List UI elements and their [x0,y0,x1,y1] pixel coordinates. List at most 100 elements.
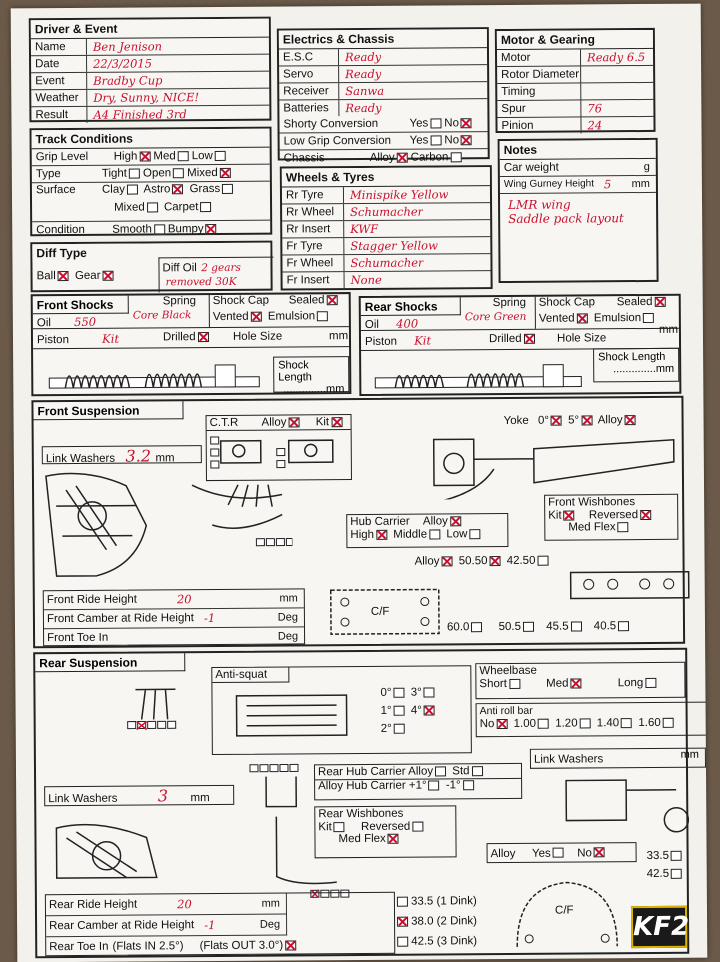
fr-5050-checkbox[interactable] [489,556,500,566]
pos-600-checkbox[interactable] [471,622,482,632]
type-open-checkbox[interactable] [173,168,184,178]
field-value[interactable]: KWF [344,221,378,237]
lowgrip-yes-checkbox[interactable] [430,135,441,145]
fr-4250-checkbox[interactable] [537,556,548,566]
hub-alloy-checkbox[interactable] [450,516,461,526]
anti-3-checkbox[interactable] [424,687,435,697]
pos-405-checkbox[interactable] [618,621,629,631]
diff-ball-checkbox[interactable] [58,271,69,281]
field-value[interactable]: Ready [339,66,381,82]
field-value[interactable]: 24 [581,117,602,133]
toe-out-checkbox[interactable] [285,940,296,950]
ahub-plus1-checkbox[interactable] [429,780,440,790]
anti-4-checkbox[interactable] [424,705,435,715]
field-label: Result [31,107,87,123]
rear-425-checkbox[interactable] [671,869,682,879]
ahub-minus1-checkbox[interactable] [463,780,474,790]
field-label: Date [31,56,87,72]
dink-2-checkbox[interactable] [397,917,408,927]
wb-long-checkbox[interactable] [645,678,656,688]
front-wish-kit-checkbox[interactable] [564,510,575,520]
front-sealed-checkbox[interactable] [327,295,338,305]
rear-alloy-no-checkbox[interactable] [594,847,605,857]
front-wish-med-checkbox[interactable] [618,522,629,532]
fr-alloy-checkbox[interactable] [441,556,452,566]
wb-short-checkbox[interactable] [509,679,520,689]
field-value[interactable]: Ready [339,49,381,65]
field-value[interactable]: Stagger Yellow [344,237,438,254]
anti-2-checkbox[interactable] [394,724,405,734]
field-value[interactable]: Bradby Cup [87,72,162,89]
surface-carpet-checkbox[interactable] [200,202,211,212]
surface-astro-checkbox[interactable] [172,184,183,194]
front-wish-rev-checkbox[interactable] [640,510,651,520]
yoke-alloy-checkbox[interactable] [625,415,636,425]
pos-455-checkbox[interactable] [571,621,582,631]
notes-title: Notes [500,140,656,160]
field-value[interactable]: Ready [339,100,381,116]
field-value[interactable]: Ben Jenison [87,38,162,55]
rear-upright-diagram [546,770,696,841]
diff-gear-checkbox[interactable] [102,271,113,281]
field-value[interactable]: 22/3/2015 [87,55,152,71]
rear-wish-med-checkbox[interactable] [388,834,399,844]
arb-140-checkbox[interactable] [621,718,632,728]
shorty-yes-checkbox[interactable] [430,118,441,128]
type-mixed-checkbox[interactable] [220,168,231,178]
rear-emulsion-checkbox[interactable] [643,313,654,323]
shorty-no-checkbox[interactable] [461,118,472,128]
arb-120-checkbox[interactable] [580,718,591,728]
field-value[interactable]: None [345,272,382,288]
arb-no-checkbox[interactable] [496,719,507,729]
rear-drilled-checkbox[interactable] [524,334,535,344]
pos-505-checkbox[interactable] [523,622,534,632]
surface-clay-checkbox[interactable] [127,185,138,195]
dink-1-checkbox[interactable] [397,897,408,907]
arb-160-checkbox[interactable] [663,718,674,728]
lowgrip-no-checkbox[interactable] [461,135,472,145]
rear-hub-alloy-checkbox[interactable] [435,766,446,776]
yoke-0-checkbox[interactable] [551,416,562,426]
field-value[interactable]: 76 [581,100,602,116]
arb-100-checkbox[interactable] [538,719,549,729]
field-value[interactable]: Minispike Yellow [344,186,449,203]
motor-row: Timing [497,83,653,101]
chassis-alloy-checkbox[interactable] [397,153,408,163]
field-value[interactable]: Ready 6.5 [581,49,645,65]
condition-smooth-checkbox[interactable] [154,224,165,234]
front-emulsion-checkbox[interactable] [317,311,328,321]
grip-high-checkbox[interactable] [139,151,150,161]
field-value[interactable]: A4 Finished 3rd [87,106,186,123]
hub-low-checkbox[interactable] [469,529,480,539]
dink-3-checkbox[interactable] [397,937,408,947]
surface-grass-checkbox[interactable] [222,184,233,194]
field-value[interactable]: Schumacher [344,255,423,272]
grip-med-checkbox[interactable] [178,151,189,161]
field-value[interactable]: Sanwa [339,83,384,99]
rear-vented-checkbox[interactable] [577,313,588,323]
rear-hub-std-checkbox[interactable] [472,766,483,776]
hub-middle-checkbox[interactable] [429,529,440,539]
field-value[interactable]: Schumacher [344,204,423,221]
wb-med-checkbox[interactable] [570,678,581,688]
front-drilled-checkbox[interactable] [198,332,209,342]
yoke-5-checkbox[interactable] [581,415,592,425]
surface-mixed-checkbox[interactable] [147,202,158,212]
grip-low-checkbox[interactable] [215,151,226,161]
anti-1-checkbox[interactable] [394,706,405,716]
anti-0-checkbox[interactable] [393,688,404,698]
ctr-kit-checkbox[interactable] [331,417,342,427]
front-vented-checkbox[interactable] [251,312,262,322]
rear-alloy-yes-checkbox[interactable] [553,847,564,857]
rear-335-checkbox[interactable] [671,851,682,861]
rear-wish-rev-checkbox[interactable] [412,822,423,832]
condition-bumpy-checkbox[interactable] [206,224,217,234]
rear-ride-table: Rear Ride Height 20 mm Rear Camber at Ri… [45,892,395,956]
rear-sealed-checkbox[interactable] [655,297,666,307]
field-value[interactable]: Dry, Sunny, NICE! [87,89,199,106]
ctr-alloy-checkbox[interactable] [288,417,299,427]
chassis-carbon-checkbox[interactable] [450,152,461,162]
hub-high-checkbox[interactable] [376,530,387,540]
type-tight-checkbox[interactable] [129,169,140,179]
